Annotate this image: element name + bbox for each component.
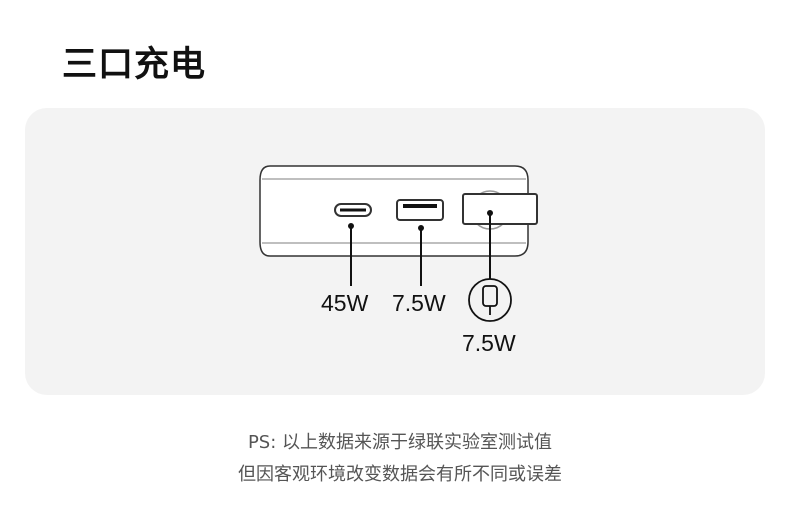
- note-line-2: 但因客观环境改变数据会有所不同或误差: [238, 464, 562, 485]
- usb-a-port-icon: [396, 199, 444, 221]
- page-title: 三口充电: [62, 45, 207, 85]
- usb-c-port-icon: [334, 203, 372, 217]
- cable-power-label: 7.5W: [462, 330, 516, 356]
- usb-a-power-label: 7.5W: [392, 290, 446, 316]
- usb-c-power-label: 45W: [321, 290, 369, 316]
- cable-port-icon: [462, 193, 538, 225]
- note-line-1: PS: 以上数据来源于绿联实验室测试值: [247, 432, 553, 453]
- cable-icon: [468, 278, 512, 322]
- power-bank-body: [259, 165, 529, 257]
